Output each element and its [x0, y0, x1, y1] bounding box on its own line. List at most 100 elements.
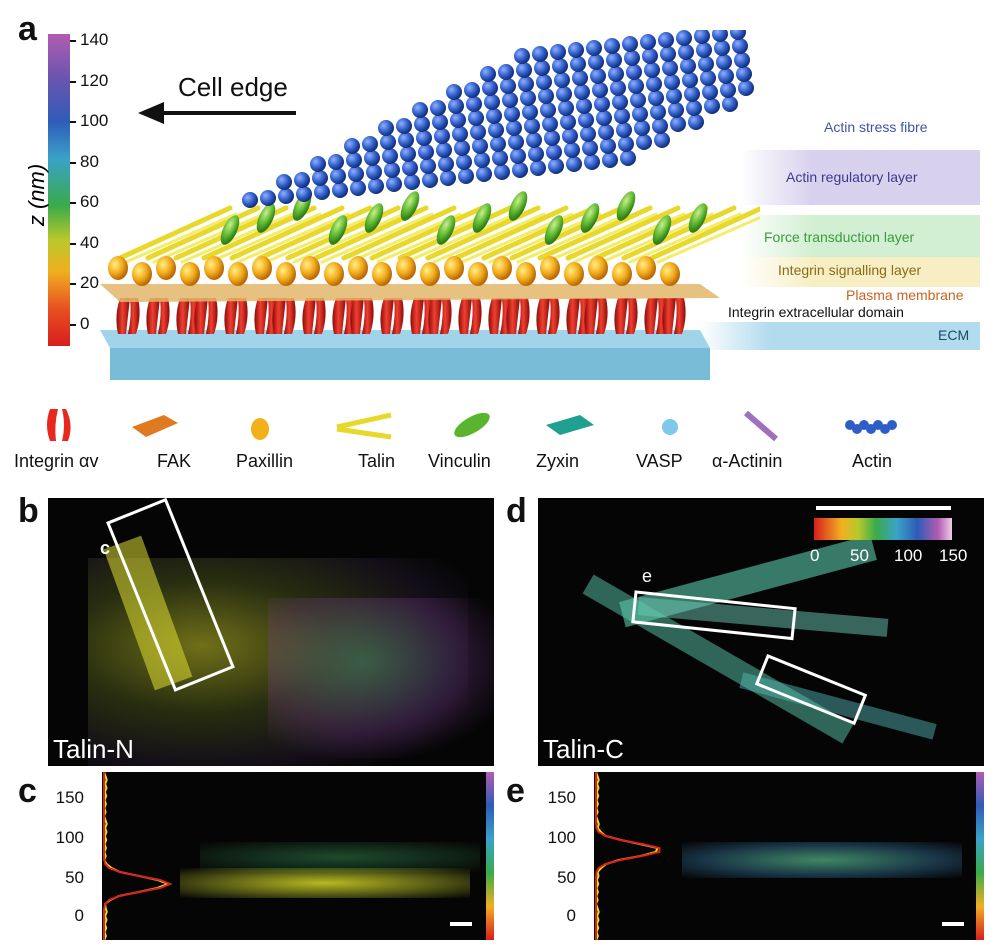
panel-d-label: Talin-C	[543, 734, 624, 764]
paxillin-shape	[588, 256, 608, 280]
actin-bead	[398, 132, 414, 148]
actin-bead	[490, 136, 506, 152]
actin-bead	[502, 92, 518, 108]
panel-d-colorbar	[814, 518, 952, 540]
actin-bead	[330, 168, 346, 184]
talin-shape	[628, 212, 742, 264]
paxillin-shape	[468, 262, 488, 286]
paxillin-shape	[132, 262, 152, 286]
z-axis-label: z (nm)	[24, 163, 49, 227]
legend-label: Talin	[358, 451, 396, 471]
paxillin-shape	[492, 256, 512, 280]
actin-bead	[504, 106, 520, 122]
vinculin-shape	[328, 215, 348, 245]
actin-bead	[510, 148, 526, 164]
actin-bead	[620, 150, 636, 166]
actin-bead	[260, 190, 276, 206]
actin-bead	[640, 34, 656, 50]
colorbar-tick-mark	[70, 40, 76, 42]
colorbar-tick: 100	[80, 111, 109, 130]
actin-bead	[600, 138, 616, 154]
layer-label: Integrin extracellular domain	[728, 304, 904, 320]
panel-b-box-label: c	[100, 538, 111, 558]
panel-c-tick: 50	[65, 868, 84, 887]
actin-bead	[278, 188, 294, 204]
panel-e-tick: 50	[557, 868, 576, 887]
actin-bead	[688, 114, 704, 130]
talin-shape	[509, 205, 625, 261]
actin-bead	[310, 156, 326, 172]
vasp-icon	[662, 419, 678, 435]
paxillin-shape	[156, 256, 176, 280]
actin-bead	[312, 170, 328, 186]
actin-bead	[552, 58, 568, 74]
actin-bead	[492, 150, 508, 166]
actin-bead	[476, 166, 492, 182]
paxillin-shape	[420, 262, 440, 286]
actin-bead	[434, 128, 450, 144]
actin-bead	[430, 100, 446, 116]
paxillin-icon	[251, 418, 269, 440]
legend-label: Zyxin	[536, 451, 580, 471]
actin-bead	[454, 140, 470, 156]
panel-b-label: Talin-N	[53, 734, 134, 764]
actin-bead	[732, 38, 748, 54]
actin-icon	[845, 420, 897, 434]
actin-bead	[346, 152, 362, 168]
actin-bead	[584, 154, 600, 170]
integrin-shape	[158, 298, 170, 334]
integrin-shape	[332, 298, 346, 334]
integrin-shape	[626, 298, 638, 334]
actin-bead	[488, 122, 504, 138]
actin-bead	[506, 120, 522, 136]
actin-bead	[700, 70, 716, 86]
vinculin-shape	[472, 203, 492, 233]
actin-bead	[630, 92, 646, 108]
band-force	[740, 215, 980, 257]
talin-shape	[264, 212, 378, 264]
integrin-shape	[128, 298, 140, 334]
actin-bead	[528, 146, 544, 162]
integrin-icon	[47, 409, 71, 441]
tick-mark	[88, 838, 100, 840]
paxillin-shape	[300, 256, 320, 280]
actin-bead	[464, 82, 480, 98]
legend-label: VASP	[636, 451, 683, 471]
actin-bead	[676, 30, 692, 46]
actin-bead	[588, 54, 604, 70]
actin-bead	[560, 114, 576, 130]
vinculin-shape	[652, 215, 672, 245]
colorbar-tick: 20	[80, 273, 99, 292]
talin-shape	[369, 205, 485, 261]
panel-label-a: a	[18, 10, 37, 48]
integrin-shape	[116, 298, 130, 334]
actin-bead	[498, 64, 514, 80]
actin-bead	[648, 90, 664, 106]
actin-bead	[438, 156, 454, 172]
actin-bead	[686, 100, 702, 116]
actin-bead	[350, 180, 366, 196]
actin-bead	[486, 108, 502, 124]
talin-shape	[453, 205, 569, 261]
panel-c-profile	[102, 772, 173, 940]
actin-bead	[276, 174, 292, 190]
vinculin-shape	[688, 203, 708, 233]
actin-bead	[610, 80, 626, 96]
legend-label: Integrin αv	[14, 451, 99, 471]
panel-d-colorbar-tick: 50	[850, 546, 869, 565]
panel-label-d: d	[506, 492, 527, 530]
actin-bead	[344, 138, 360, 154]
actin-bead	[520, 90, 536, 106]
integrin-shape	[350, 298, 364, 334]
actin-bead	[378, 120, 394, 136]
vinculin-icon	[454, 412, 490, 438]
paxillin-shape	[444, 256, 464, 280]
actin-bead	[418, 144, 434, 160]
actin-bead	[562, 128, 578, 144]
actin-bead	[518, 76, 534, 92]
actin-bead	[332, 182, 348, 198]
vinculin-shape	[400, 191, 420, 221]
actin-bead	[626, 64, 642, 80]
integrin-shape	[566, 298, 580, 334]
actin-bead	[568, 42, 584, 58]
